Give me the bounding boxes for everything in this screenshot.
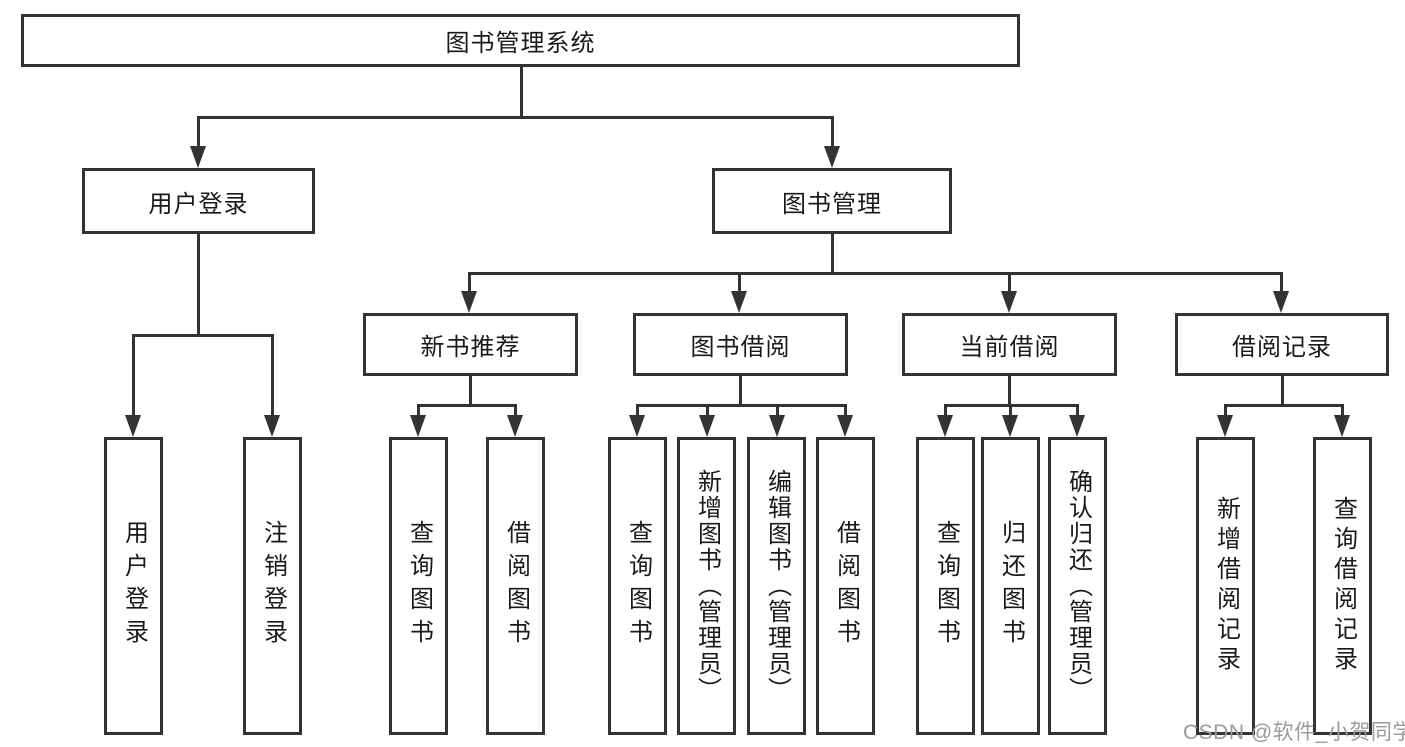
leaf-confirm-return-admin: 确认归还（管理员）	[1048, 437, 1107, 735]
connector-line	[776, 404, 779, 418]
leaf-query-books-borrowing: 查询图书	[608, 437, 667, 735]
node-book-borrowing: 图书借阅	[633, 313, 848, 376]
connector-line	[514, 404, 517, 418]
leaf-label: 查询图书	[932, 520, 960, 652]
leaf-label: 借阅图书	[502, 520, 530, 652]
connector-line	[706, 404, 709, 418]
connector-line	[636, 404, 639, 418]
node-user-login: 用户登录	[82, 168, 315, 234]
node-new-book-recommend: 新书推荐	[363, 313, 578, 376]
leaf-edit-book-admin: 编辑图书（管理员）	[747, 437, 806, 735]
connector-arrowhead	[837, 415, 853, 437]
node-library-system: 图书管理系统	[21, 14, 1020, 67]
leaf-label: 用户登录	[120, 520, 148, 652]
connector-arrowhead	[264, 415, 280, 437]
leaf-label: 归还图书	[997, 520, 1025, 652]
connector-arrowhead	[731, 291, 747, 313]
leaf-add-borrow-record: 新增借阅记录	[1196, 437, 1255, 735]
csdn-watermark: CSDN @软件_小贺同学	[1183, 721, 1405, 744]
leaf-query-borrow-record: 查询借阅记录	[1313, 437, 1372, 735]
connector-line	[831, 234, 834, 275]
connector-arrowhead	[1069, 415, 1085, 437]
leaf-label: 查询借阅记录	[1329, 496, 1357, 676]
connector-line	[739, 376, 742, 407]
connector-line	[1009, 404, 1012, 418]
connector-line	[1008, 376, 1011, 407]
connector-line	[636, 404, 847, 407]
connector-arrowhead	[1217, 415, 1233, 437]
connector-line	[1280, 272, 1283, 295]
leaf-return-books: 归还图书	[981, 437, 1040, 735]
leaf-label: 新增图书（管理员）	[693, 469, 721, 703]
node-current-borrowing: 当前借阅	[902, 313, 1117, 376]
connector-arrowhead	[937, 415, 953, 437]
connector-arrowhead	[629, 415, 645, 437]
connector-arrowhead	[824, 146, 840, 168]
leaf-query-books-current: 查询图书	[916, 437, 975, 735]
connector-arrowhead	[769, 415, 785, 437]
connector-line	[1224, 404, 1344, 407]
connector-line	[197, 116, 200, 150]
connector-line	[1224, 404, 1227, 418]
connector-line	[831, 116, 834, 150]
leaf-label: 编辑图书（管理员）	[763, 469, 791, 703]
node-book-management: 图书管理	[712, 168, 952, 234]
connector-line	[1076, 404, 1079, 418]
connector-line	[738, 272, 741, 295]
connector-line	[1341, 404, 1344, 418]
leaf-user-login: 用户登录	[104, 437, 163, 735]
connector-arrowhead	[1334, 415, 1350, 437]
leaf-label: 新增借阅记录	[1212, 496, 1240, 676]
leaf-label: 查询图书	[405, 520, 433, 652]
leaf-add-book-admin: 新增图书（管理员）	[677, 437, 736, 735]
connector-line	[469, 376, 472, 407]
leaf-borrow-books-borrowing: 借阅图书	[816, 437, 875, 735]
connector-arrowhead	[190, 146, 206, 168]
leaf-query-books-recommend: 查询图书	[389, 437, 448, 735]
connector-line	[197, 116, 834, 119]
leaf-label: 借阅图书	[832, 520, 860, 652]
connector-line	[197, 234, 200, 337]
node-borrowing-records: 借阅记录	[1175, 313, 1389, 376]
connector-arrowhead	[1001, 291, 1017, 313]
connector-line	[132, 334, 135, 420]
connector-line	[1281, 376, 1284, 407]
connector-arrowhead	[1002, 415, 1018, 437]
leaf-borrow-books-recommend: 借阅图书	[486, 437, 545, 735]
connector-line	[417, 404, 517, 407]
connector-arrowhead	[699, 415, 715, 437]
connector-line	[417, 404, 420, 418]
connector-arrowhead	[461, 291, 477, 313]
connector-line	[520, 66, 523, 119]
connector-line	[844, 404, 847, 418]
leaf-label: 确认归还（管理员）	[1064, 469, 1092, 703]
connector-line	[468, 272, 471, 295]
connector-line	[132, 334, 274, 337]
connector-line	[468, 272, 1283, 275]
leaf-label: 查询图书	[624, 520, 652, 652]
leaf-logout-login: 注销登录	[243, 437, 302, 735]
connector-line	[1008, 272, 1011, 295]
connector-arrowhead	[1273, 291, 1289, 313]
connector-arrowhead	[507, 415, 523, 437]
connector-arrowhead	[410, 415, 426, 437]
leaf-label: 注销登录	[259, 520, 287, 652]
connector-line	[944, 404, 947, 418]
connector-line	[271, 334, 274, 420]
connector-arrowhead	[125, 415, 141, 437]
